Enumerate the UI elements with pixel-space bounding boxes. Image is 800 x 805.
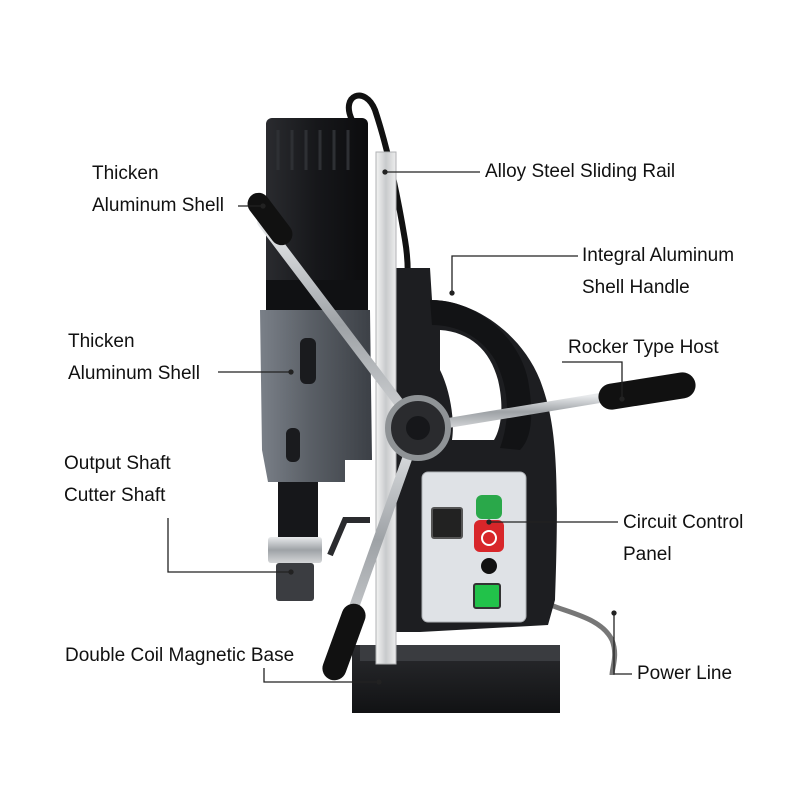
label-power-line-line1: Power Line bbox=[637, 663, 733, 684]
cutter-shaft bbox=[276, 563, 314, 601]
label-control-panel-line2: Panel bbox=[623, 544, 672, 565]
rocker-hub-center bbox=[406, 416, 430, 440]
label-gear-shell-line2: Aluminum Shell bbox=[68, 363, 200, 384]
label-gear-shell: Thicken Aluminum Shell bbox=[68, 326, 200, 390]
start-button bbox=[476, 495, 502, 519]
label-magnetic-base-line1: Double Coil Magnetic Base bbox=[65, 645, 295, 666]
label-output-shaft-line2: Cutter Shaft bbox=[64, 485, 166, 506]
power-lamp bbox=[473, 583, 501, 609]
motor-housing bbox=[266, 118, 368, 306]
label-rocker-line1: Rocker Type Host bbox=[568, 337, 719, 358]
label-magnetic-base: Double Coil Magnetic Base bbox=[65, 640, 294, 672]
label-control-panel: Circuit Control Panel bbox=[623, 507, 743, 571]
magnetic-base-top-plate bbox=[360, 645, 560, 661]
feed-crank bbox=[327, 517, 370, 557]
label-rocker: Rocker Type Host bbox=[568, 332, 719, 364]
label-gear-shell-line1: Thicken bbox=[68, 331, 135, 352]
label-sliding-rail-line1: Alloy Steel Sliding Rail bbox=[485, 161, 676, 182]
leader-lines bbox=[167, 169, 632, 685]
label-output-shaft: Output Shaft Cutter Shaft bbox=[64, 448, 171, 512]
gearbox-lower-slot bbox=[286, 428, 300, 462]
power-line-cable bbox=[538, 597, 618, 676]
indicator-knob bbox=[481, 558, 497, 574]
motor-vent-ribs bbox=[276, 130, 350, 170]
arbor-ring bbox=[268, 537, 322, 563]
rocker-grip-right bbox=[598, 372, 696, 410]
label-motor-shell: Thicken Aluminum Shell bbox=[92, 158, 224, 222]
label-output-shaft-line1: Output Shaft bbox=[64, 453, 171, 474]
gearbox-switch-slot bbox=[300, 338, 316, 384]
label-power-line: Power Line bbox=[637, 658, 732, 690]
label-motor-shell-line2: Aluminum Shell bbox=[92, 195, 224, 216]
output-shaft-collar bbox=[278, 482, 318, 537]
gearbox-housing bbox=[260, 310, 372, 482]
label-sliding-rail: Alloy Steel Sliding Rail bbox=[485, 156, 675, 188]
stop-button bbox=[474, 520, 504, 552]
stop-ring bbox=[481, 530, 497, 546]
label-handle-line1: Integral Aluminum bbox=[582, 245, 735, 266]
label-motor-shell-line1: Thicken bbox=[92, 163, 159, 184]
label-control-panel-line1: Circuit Control bbox=[623, 512, 744, 533]
label-handle: Integral Aluminum Shell Handle bbox=[582, 240, 734, 304]
magnet-switch bbox=[431, 507, 463, 539]
rocker-grip-bottom bbox=[322, 603, 366, 681]
rocker-handle bbox=[247, 192, 696, 681]
integral-handle bbox=[430, 300, 532, 450]
label-handle-line2: Shell Handle bbox=[582, 277, 690, 298]
